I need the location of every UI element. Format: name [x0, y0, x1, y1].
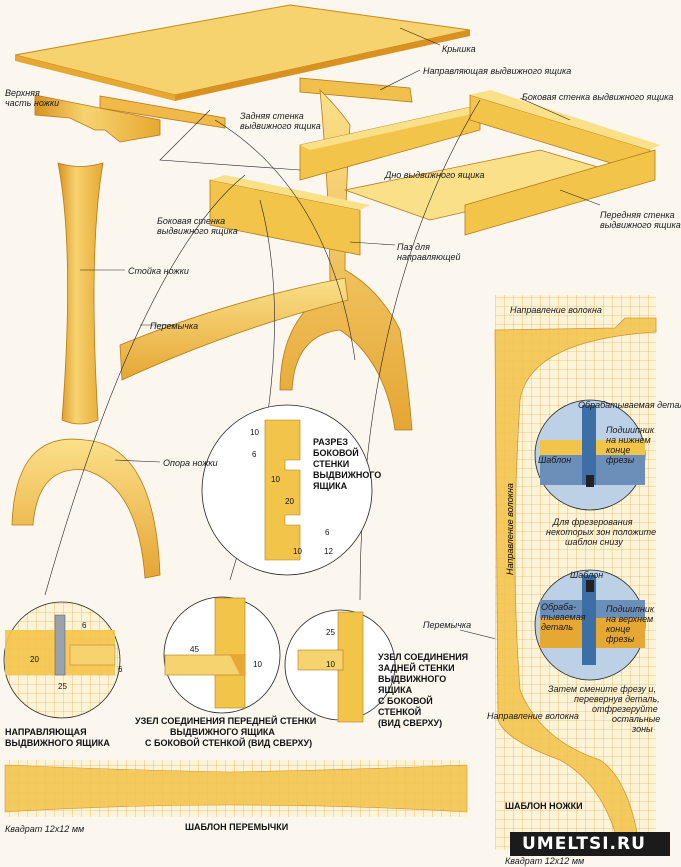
stretcher-template-shape	[4, 764, 468, 813]
label-then-3: отфрезеруйте	[592, 704, 658, 714]
caption-front-joint-2: ВЫДВИЖНОГО ЯЩИКА	[170, 727, 275, 737]
dim-front-10: 10	[253, 660, 262, 669]
label-front-wall-2: выдвижного ящика	[600, 220, 681, 230]
dim-6a: 6	[252, 450, 257, 459]
dim-guide-6: 6	[82, 621, 87, 630]
label-front-wall-1: Передняя стенка	[600, 210, 675, 220]
label-leg-post: Стойка ножки	[128, 266, 189, 276]
label-bearing-up-4: фрезы	[606, 634, 635, 644]
label-then-2: перевернув деталь,	[574, 694, 660, 704]
dim-back-25: 25	[326, 628, 335, 637]
leg-post	[57, 162, 104, 425]
label-stretcher-2: Перемычка	[423, 620, 472, 630]
label-tabletop: Крышка	[442, 44, 476, 54]
caption-front-joint-3: С БОКОВОЙ СТЕНКОЙ (ВИД СВЕРХУ)	[145, 738, 313, 748]
caption-back-joint-1: УЗЕЛ СОЕДИНЕНИЯ	[378, 652, 469, 662]
label-template-2: Шаблон	[570, 570, 604, 580]
label-bearing-low-3: конце	[606, 445, 631, 455]
label-bearing-low-2: на нижнем	[606, 435, 651, 445]
dim-10b: 10	[271, 475, 280, 484]
label-bearing-up-2: на верхнем	[606, 614, 654, 624]
leg-base	[11, 438, 161, 579]
label-leg-top-2: часть ножки	[5, 98, 60, 108]
label-bearing-low-1: Подшипник	[606, 425, 655, 435]
caption-razrez-5: ЯЩИКА	[313, 481, 348, 491]
label-grain-bottom: Направление волокна	[487, 711, 579, 721]
caption-guide-2: ВЫДВИЖНОГО ЯЩИКА	[5, 738, 110, 748]
label-grain-side: Направление волокна	[505, 483, 515, 575]
dim-guide-6b: 6	[118, 665, 123, 674]
label-template-1: Шаблон	[538, 455, 572, 465]
caption-razrez-4: ВЫДВИЖНОГО	[313, 470, 382, 480]
label-frez-note-2: некоторых зон положите	[546, 527, 657, 537]
dim-6b: 6	[325, 528, 330, 537]
caption-leg-template: ШАБЛОН НОЖКИ	[505, 801, 583, 811]
dim-guide-25: 25	[58, 682, 67, 691]
leg-template-shape	[494, 317, 657, 851]
caption-razrez-3: СТЕНКИ	[313, 459, 350, 469]
label-then-5: зоны	[632, 724, 653, 734]
label-groove-2: направляющей	[397, 252, 461, 262]
label-bearing-up-1: Подшипник	[606, 604, 655, 614]
dim-back-10: 10	[326, 660, 335, 669]
caption-back-joint-5: С БОКОВОЙ	[378, 696, 433, 706]
drawer-front	[464, 149, 656, 236]
leg-top-part-left	[34, 94, 161, 143]
leg-top-part-right	[99, 95, 226, 129]
label-back-wall-2: выдвижного ящика	[240, 121, 321, 131]
label-back-wall-1: Задняя стенка	[240, 111, 304, 121]
label-frez-note-3: шаблон снизу	[565, 537, 623, 547]
label-side-wall-1: Боковая стенка	[157, 216, 226, 226]
caption-stretcher-template: ШАБЛОН ПЕРЕМЫЧКИ	[185, 822, 289, 832]
label-workpiece-2a: Обраба-	[541, 602, 577, 612]
label-workpiece-2c: деталь	[541, 622, 573, 632]
caption-back-joint-4: ЯЩИКА	[378, 685, 413, 695]
dim-front-45: 45	[190, 645, 199, 654]
dim-10c: 10	[293, 547, 302, 556]
caption-guide-1: НАПРАВЛЯЮЩАЯ	[5, 727, 87, 737]
watermark: UMELTSI.RU	[522, 834, 646, 854]
label-groove-1: Паз для	[397, 242, 430, 252]
label-drawer-bottom: Дно выдвижного ящика	[385, 170, 485, 180]
dim-20: 20	[285, 497, 294, 506]
label-then-4: остальные	[612, 714, 661, 724]
label-then-1: Затем смените фрезу и,	[548, 684, 657, 694]
drawer-guide	[299, 77, 413, 103]
stretcher	[119, 277, 349, 381]
caption-front-joint-1: УЗЕЛ СОЕДИНЕНИЯ ПЕРЕДНЕЙ СТЕНКИ	[135, 716, 317, 726]
caption-square-right: Квадрат 12х12 мм	[505, 856, 585, 866]
dim-guide-20: 20	[30, 655, 39, 664]
caption-back-joint-6: СТЕНКОЙ	[378, 707, 422, 717]
caption-back-joint-3: ВЫДВИЖНОГО	[378, 674, 447, 684]
caption-square-left: Квадрат 12х12 мм	[5, 824, 85, 834]
label-workpiece: Обрабатываемая деталь	[578, 400, 681, 410]
caption-razrez-2: БОКОВОЙ	[313, 448, 359, 458]
dim-10a: 10	[250, 428, 259, 437]
label-grain-top: Направление волокна	[510, 305, 602, 315]
label-bearing-up-3: конце	[606, 624, 631, 634]
caption-back-joint-2: ЗАДНЕЙ СТЕНКИ	[378, 663, 455, 673]
label-side-wall-2: выдвижного ящика	[157, 226, 238, 236]
razrez-profile	[264, 419, 301, 561]
label-drawer-guide: Направляющая выдвижного ящика	[423, 66, 572, 76]
dim-12: 12	[324, 547, 333, 556]
caption-back-joint-7: (ВИД СВЕРХУ)	[378, 718, 443, 728]
label-bearing-low-4: фрезы	[606, 455, 635, 465]
table-top-edge	[175, 30, 470, 101]
label-stretcher: Перемычка	[150, 321, 199, 331]
label-frez-note-1: Для фрезерования	[553, 517, 633, 527]
label-leg-top-1: Верхняя	[5, 88, 40, 98]
watermark-box	[510, 832, 670, 856]
label-workpiece-2b: тываемая	[541, 612, 586, 622]
label-drawer-side-top: Боковая стенка выдвижного ящика	[522, 92, 674, 102]
caption-razrez-1: РАЗРЕЗ	[313, 437, 348, 447]
label-leg-base: Опора ножки	[163, 458, 218, 468]
